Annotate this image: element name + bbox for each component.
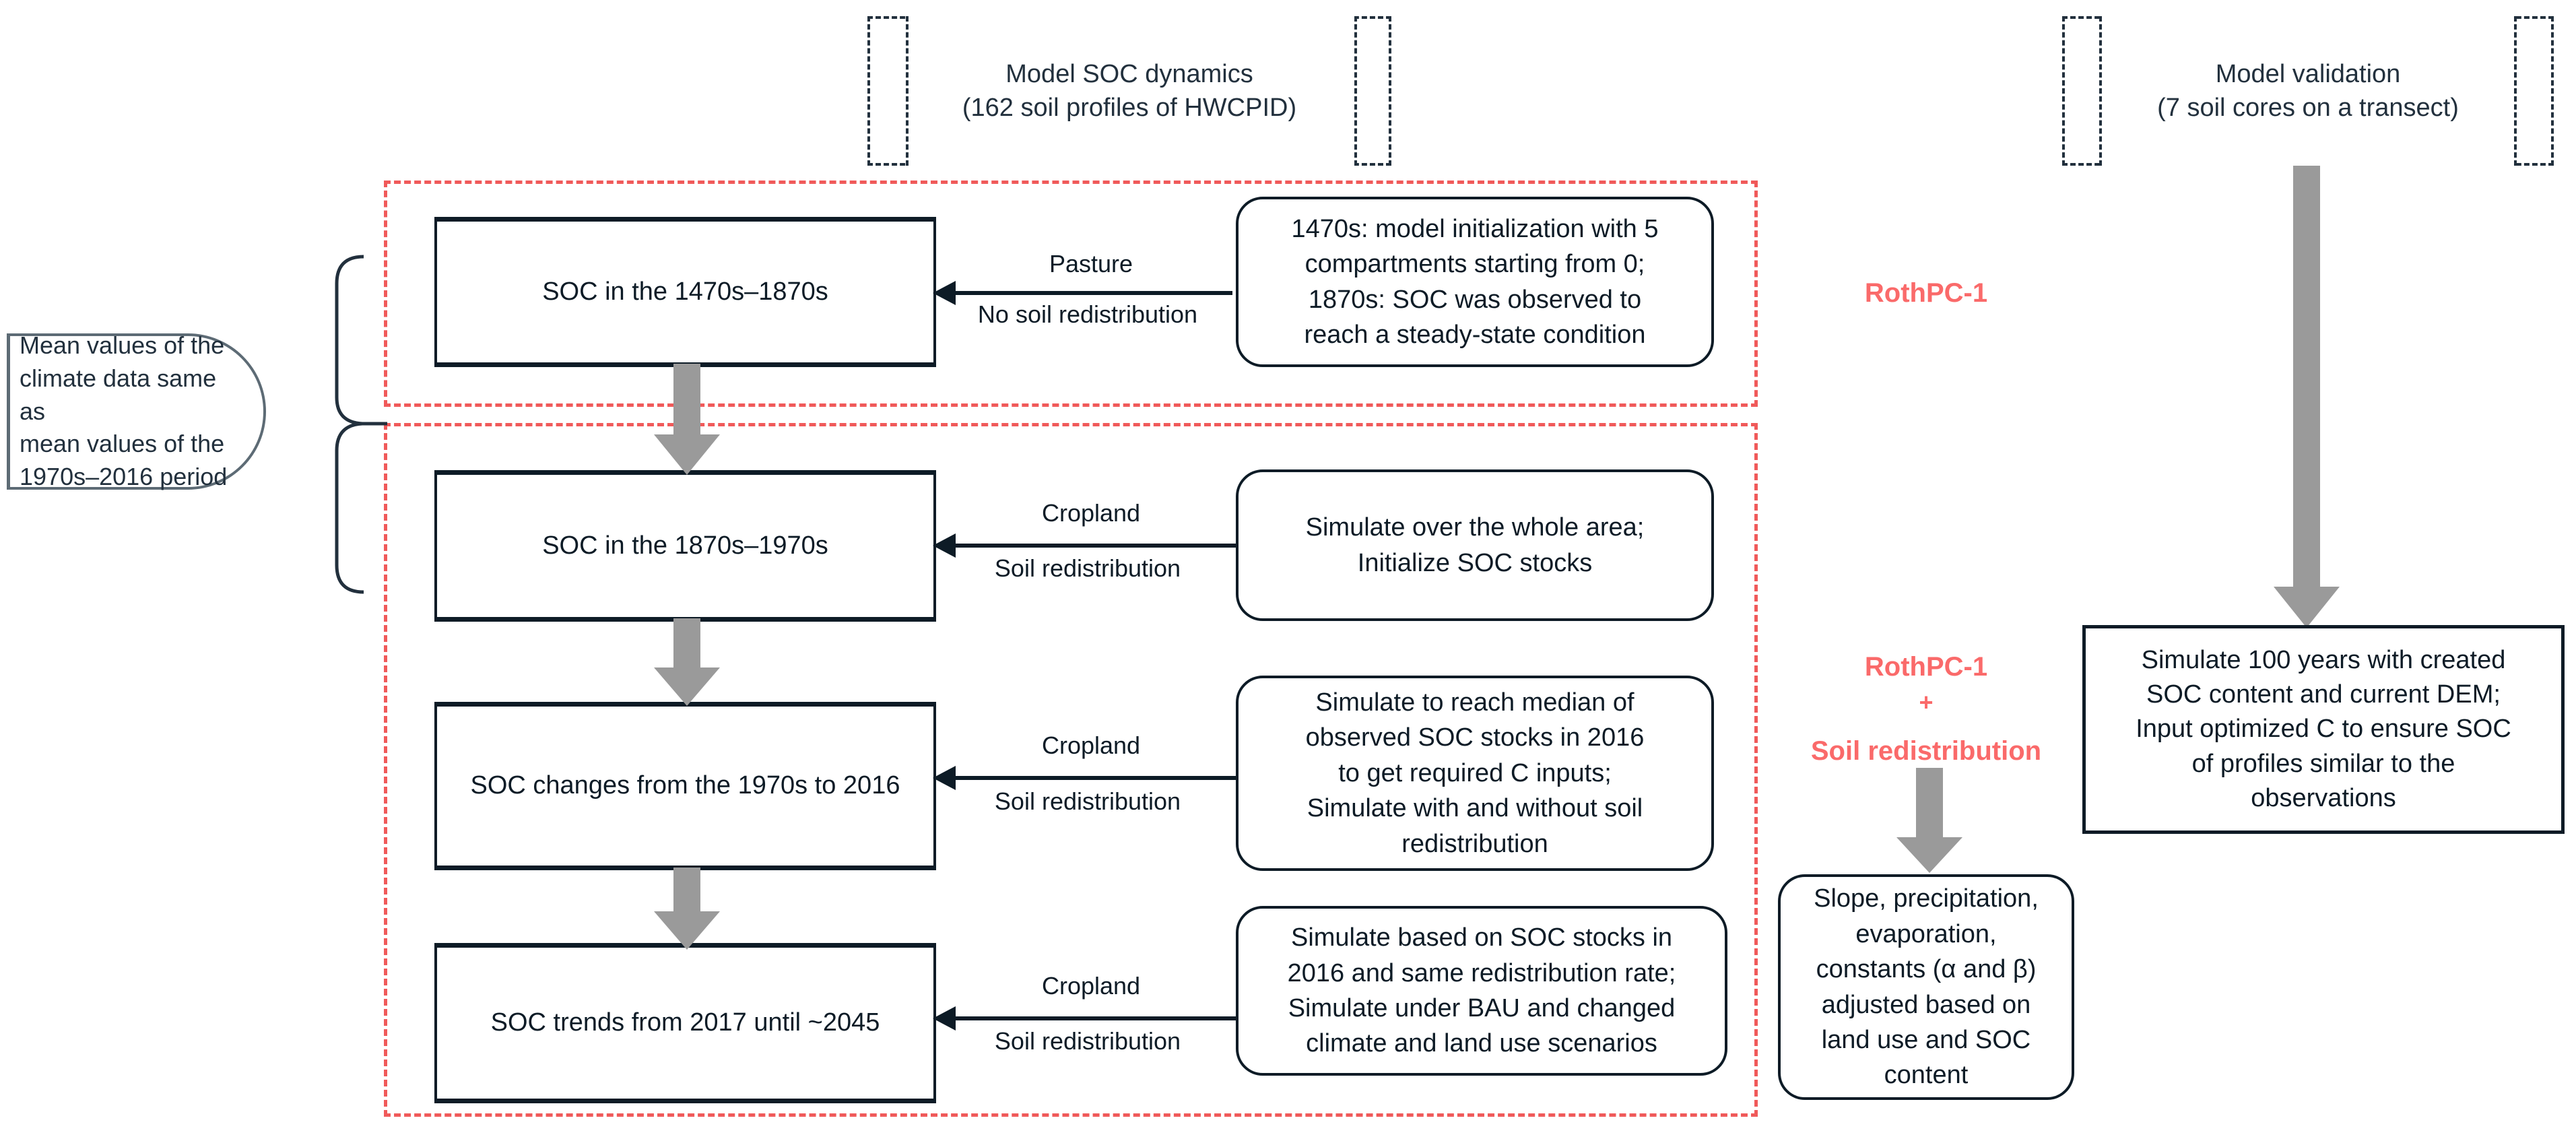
note-box-whole-area: Simulate over the whole area; Initialize…: [1236, 469, 1714, 621]
soil-redistribution-text: Soil redistribution: [1810, 736, 2042, 766]
note-3-line-5: redistribution: [1401, 829, 1548, 858]
note-5-line-1: Slope, precipitation,: [1814, 884, 2039, 913]
callout-line-3: mean values of the: [20, 430, 225, 458]
left-callout-mean-values: Mean values of the climate data same as …: [7, 331, 266, 490]
note-4-line-3: Simulate under BAU and changed: [1288, 994, 1676, 1022]
arrow-note-to-soc-changes: [933, 766, 1236, 790]
header-soc-line2: (162 soil profiles of HWCPID): [962, 94, 1297, 122]
edge-label-4-bottom-text: Soil redistribution: [994, 1027, 1181, 1055]
note-box-median-2016-text: Simulate to reach median of observed SOC…: [1306, 685, 1645, 861]
edge-label-3-bottom-text: Soil redistribution: [994, 787, 1181, 815]
note-5-line-4: adjusted based on: [1821, 990, 2031, 1019]
note-box-parameters: Slope, precipitation, evaporation, const…: [1778, 874, 2074, 1100]
header-model-validation-label: Model validation (7 soil cores on a tran…: [2062, 16, 2554, 166]
arrow-note-to-soc-1870: [933, 533, 1236, 558]
model-label-plus: +: [1791, 687, 2061, 717]
note-3-line-2: observed SOC stocks in 2016: [1305, 723, 1645, 752]
flow-arrow-model-to-parameters: [1896, 768, 1962, 873]
model-label-soil-redistribution: Soil redistribution: [1758, 734, 2094, 768]
arrow-note-to-soc-1470: [933, 281, 1232, 305]
callout-line-1: Mean values of the: [20, 331, 225, 359]
left-callout-text: Mean values of the climate data same as …: [20, 329, 246, 494]
plus-sign-text: +: [1919, 688, 1934, 716]
header-model-soc-dynamics-inner: [906, 16, 1357, 166]
red-region-pasture-phase: [384, 181, 1758, 407]
header-validation-line2: (7 soil cores on a transect): [2157, 94, 2459, 122]
note-2-line-2: Initialize SOC stocks: [1357, 548, 1593, 577]
edge-label-3-bottom: Soil redistribution: [936, 787, 1239, 816]
note-box-bau-scenarios-text: Simulate based on SOC stocks in 2016 and…: [1288, 920, 1676, 1062]
callout-line-4: 1970s–2016 period: [20, 463, 228, 491]
process-box-soc-1870-1970-label: SOC in the 1870s–1970s: [542, 531, 828, 560]
flow-arrow-row2-to-row3: [654, 618, 720, 706]
note-5-line-5: land use and SOC: [1821, 1025, 2031, 1054]
process-box-soc-1870-1970[interactable]: SOC in the 1870s–1970s: [434, 470, 936, 622]
flow-arrow-row1-to-row2: [654, 364, 720, 475]
edge-label-3-top: Cropland: [990, 731, 1192, 760]
edge-label-2-bottom: Soil redistribution: [936, 554, 1239, 583]
header-model-validation-inner: [2099, 16, 2517, 166]
callout-line-2: climate data same as: [20, 364, 217, 425]
flow-arrow-row3-to-row4: [654, 868, 720, 950]
process-box-soc-1470-1870[interactable]: SOC in the 1470s–1870s: [434, 217, 936, 367]
edge-label-1-bottom: No soil redistribution: [936, 300, 1239, 329]
note-1-line-1: 1470s: model initialization with 5: [1291, 214, 1659, 243]
process-box-soc-changes-1970-2016[interactable]: SOC changes from the 1970s to 2016: [434, 702, 936, 870]
note-1-line-3: 1870s: SOC was observed to: [1308, 285, 1642, 314]
edge-label-4-top: Cropland: [990, 971, 1192, 1000]
process-box-soc-trends-2017-2045[interactable]: SOC trends from 2017 until ~2045: [434, 943, 936, 1103]
note-5-line-6: content: [1884, 1061, 1969, 1090]
note-6-line-4: of profiles similar to the: [2191, 749, 2455, 778]
flow-arrow-validation-to-simulation: [2274, 166, 2340, 628]
left-brace: [335, 255, 387, 594]
edge-label-1-top: Pasture: [990, 249, 1192, 278]
process-box-validation-simulation[interactable]: Simulate 100 years with created SOC cont…: [2082, 625, 2565, 834]
note-box-initialization-text: 1470s: model initialization with 5 compa…: [1292, 211, 1659, 353]
red-region-cropland-phase: [384, 423, 1758, 1117]
edge-label-4-bottom: Soil redistribution: [936, 1026, 1239, 1055]
header-validation-line1: Model validation: [2215, 59, 2401, 88]
model-label-rothpc-bottom: RothPC-1: [1791, 650, 2061, 684]
process-box-soc-1470-1870-label: SOC in the 1470s–1870s: [542, 277, 828, 306]
note-box-bau-scenarios: Simulate based on SOC stocks in 2016 and…: [1236, 906, 1727, 1076]
edge-label-3-top-text: Cropland: [1041, 731, 1141, 759]
note-6-line-5: observations: [2251, 783, 2396, 812]
note-4-line-2: 2016 and same redistribution rate;: [1287, 958, 1676, 987]
process-box-validation-simulation-text: Simulate 100 years with created SOC cont…: [2136, 643, 2511, 816]
model-label-rothpc-top: RothPC-1: [1791, 276, 2061, 310]
note-3-line-3: to get required C inputs;: [1338, 758, 1612, 787]
note-1-line-2: compartments starting from 0;: [1304, 250, 1645, 279]
note-6-line-3: Input optimized C to ensure SOC: [2136, 715, 2511, 744]
note-box-whole-area-text: Simulate over the whole area; Initialize…: [1306, 510, 1645, 581]
note-box-initialization: 1470s: model initialization with 5 compa…: [1236, 197, 1714, 367]
note-3-line-1: Simulate to reach median of: [1315, 688, 1634, 717]
note-box-parameters-text: Slope, precipitation, evaporation, const…: [1814, 881, 2039, 1093]
note-4-line-4: climate and land use scenarios: [1306, 1029, 1657, 1058]
note-5-line-3: constants (α and β): [1816, 955, 2037, 984]
rothpc-bottom-text: RothPC-1: [1864, 652, 1988, 682]
note-3-line-4: Simulate with and without soil: [1307, 794, 1643, 823]
header-soc-line1: Model SOC dynamics: [1005, 59, 1253, 88]
edge-label-2-top: Cropland: [990, 498, 1192, 527]
edge-label-2-bottom-text: Soil redistribution: [994, 554, 1181, 582]
process-box-soc-changes-label: SOC changes from the 1970s to 2016: [470, 771, 900, 800]
note-2-line-1: Simulate over the whole area;: [1305, 513, 1645, 542]
arrow-note-to-soc-trends: [933, 1006, 1236, 1031]
edge-label-1-top-text: Pasture: [1049, 250, 1133, 278]
edge-label-1-bottom-text: No soil redistribution: [977, 300, 1198, 328]
note-4-line-1: Simulate based on SOC stocks in: [1290, 923, 1673, 952]
rothpc-top-text: RothPC-1: [1864, 278, 1988, 308]
note-box-median-2016: Simulate to reach median of observed SOC…: [1236, 676, 1714, 871]
process-box-soc-trends-label: SOC trends from 2017 until ~2045: [490, 1008, 880, 1037]
edge-label-2-top-text: Cropland: [1041, 499, 1141, 527]
note-1-line-4: reach a steady-state condition: [1304, 320, 1646, 349]
note-6-line-2: SOC content and current DEM;: [2146, 680, 2501, 709]
note-5-line-2: evaporation,: [1855, 919, 1997, 948]
note-6-line-1: Simulate 100 years with created: [2141, 645, 2506, 674]
edge-label-4-top-text: Cropland: [1041, 972, 1141, 1000]
header-model-soc-dynamics-label: Model SOC dynamics (162 soil profiles of…: [867, 16, 1391, 166]
